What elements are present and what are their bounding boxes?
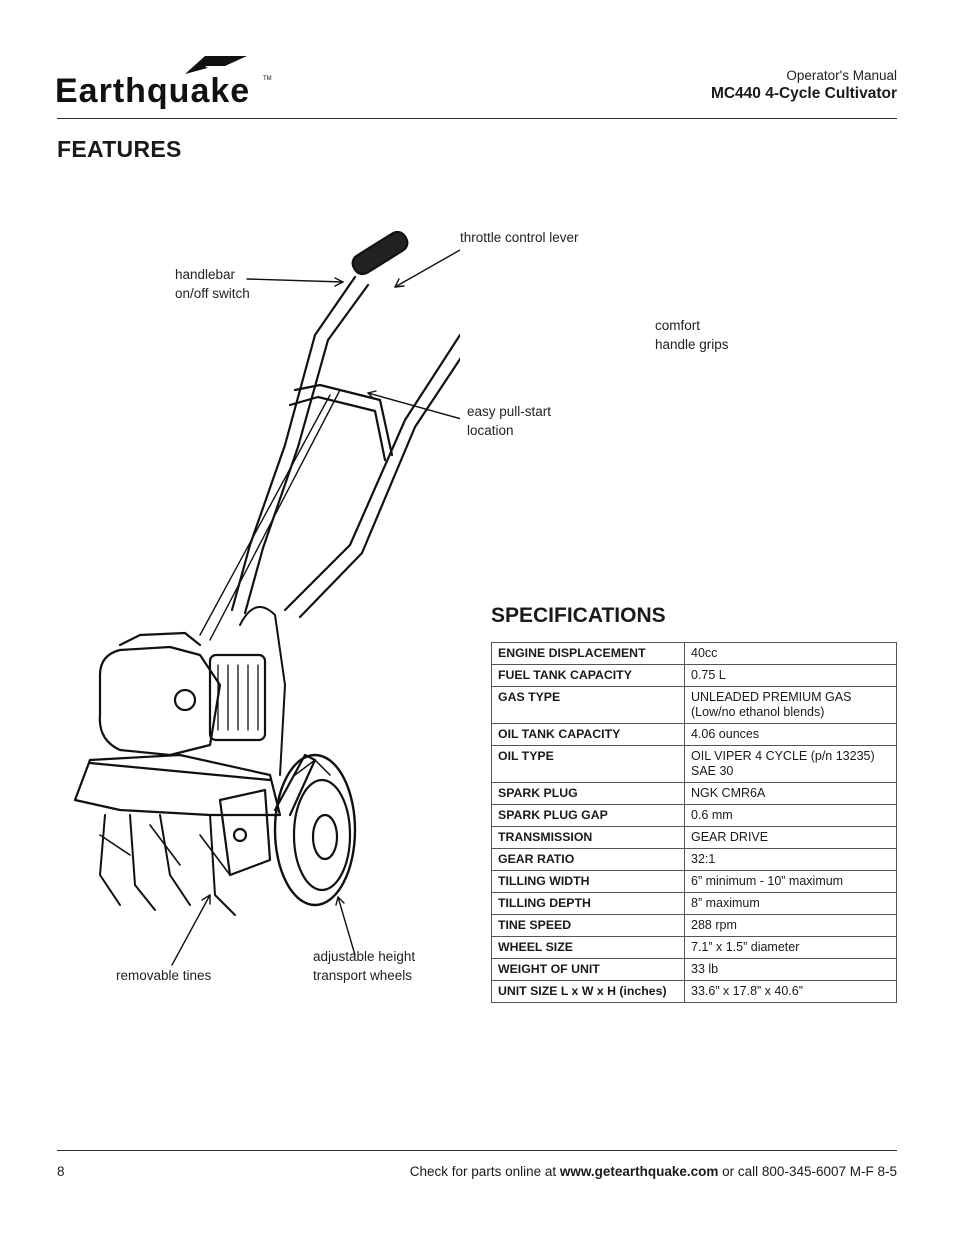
spec-value-line1: GEAR DRIVE — [691, 830, 769, 844]
callout-transport-wheels: adjustable height transport wheels — [313, 947, 415, 985]
product-title: MC440 4-Cycle Cultivator — [710, 85, 897, 102]
spec-value-line1: 8” maximum — [691, 896, 760, 910]
callout-throttle-lever: throttle control lever — [460, 230, 579, 245]
spec-label: SPARK PLUG GAP — [491, 804, 685, 827]
spec-row: FUEL TANK CAPACITY 0.75 L — [491, 664, 897, 687]
spec-value: 6” minimum - 10” maximum — [684, 870, 897, 893]
spec-value: 0.6 mm — [684, 804, 897, 827]
spec-label: GAS TYPE — [491, 686, 685, 724]
callout-handle-grips: comfort handle grips — [655, 316, 729, 354]
footer-website-link[interactable]: www.getearthquake.com — [559, 1164, 719, 1179]
manual-label: Operator's Manual — [786, 68, 897, 83]
callout-handlebar-switch: handlebar on/off switch — [175, 265, 250, 303]
spec-row: SPARK PLUG NGK CMR6A — [491, 782, 897, 805]
spec-row: ENGINE DISPLACEMENT 40cc — [491, 642, 897, 665]
callout-grips-line1: comfort — [655, 318, 701, 333]
spec-value: 4.06 ounces — [684, 723, 897, 746]
spec-row: SPARK PLUG GAP 0.6 mm — [491, 804, 897, 827]
page-number: 8 — [57, 1164, 65, 1179]
spec-value-line1: 288 rpm — [691, 918, 737, 932]
spec-label: WHEEL SIZE — [491, 936, 685, 959]
callout-pull-start: easy pull-start location — [467, 402, 551, 440]
earthquake-logo: Earthquake TM — [55, 56, 272, 110]
spec-value: 33 lb — [684, 958, 897, 981]
callout-removable-tines: removable tines — [116, 968, 212, 983]
spec-value: 7.1” x 1.5” diameter — [684, 936, 897, 959]
spec-label: ENGINE DISPLACEMENT — [491, 642, 685, 665]
spec-row: OIL TANK CAPACITY 4.06 ounces — [491, 723, 897, 746]
spec-value-line1: 33 lb — [691, 962, 719, 976]
spec-value: 0.75 L — [684, 664, 897, 687]
spec-value-line1: UNLEADED PREMIUM GAS — [691, 690, 852, 704]
spec-value-line1: OIL VIPER 4 CYCLE (p/n 13235) — [691, 749, 875, 763]
spec-value-line1: 6” minimum - 10” maximum — [691, 874, 844, 888]
spec-value: GEAR DRIVE — [684, 826, 897, 849]
spec-value-line2: (Low/no ethanol blends) — [691, 705, 825, 719]
spec-value-line1: 0.6 mm — [691, 808, 733, 822]
spec-row: WHEEL SIZE 7.1” x 1.5” diameter — [491, 936, 897, 959]
header-right: Operator's Manual MC440 4-Cycle Cultivat… — [711, 67, 897, 104]
callout-grips-line2: handle grips — [655, 337, 729, 352]
spec-label: GEAR RATIO — [491, 848, 685, 871]
spec-value: OIL VIPER 4 CYCLE (p/n 13235)SAE 30 — [684, 745, 897, 783]
spec-value-line1: NGK CMR6A — [691, 786, 766, 800]
spec-label: TILLING WIDTH — [491, 870, 685, 893]
spec-row: UNIT SIZE L x W x H (inches) 33.6” x 17.8… — [491, 980, 897, 1003]
spec-value: 40cc — [684, 642, 897, 665]
spec-label: TRANSMISSION — [491, 826, 685, 849]
spec-row: TILLING WIDTH 6” minimum - 10” maximum — [491, 870, 897, 893]
spec-value: 32:1 — [684, 848, 897, 871]
spec-label: OIL TYPE — [491, 745, 685, 783]
callout-pullstart-line2: location — [467, 423, 514, 438]
spec-value-line2: SAE 30 — [691, 764, 734, 778]
spec-value: 8” maximum — [684, 892, 897, 915]
footer-text-after: or call 800-345-6007 M-F 8-5 — [718, 1164, 897, 1179]
callout-handlebar-line2: on/off switch — [175, 286, 250, 301]
callout-wheels-line2: transport wheels — [313, 968, 413, 983]
footer-text-before: Check for parts online at — [409, 1164, 560, 1179]
spec-value-line1: 4.06 ounces — [691, 727, 760, 741]
spec-value: 33.6” x 17.8” x 40.6” — [684, 980, 897, 1003]
spec-label: OIL TANK CAPACITY — [491, 723, 685, 746]
footer-contact: Check for parts online at www.getearthqu… — [410, 1164, 897, 1179]
spec-label: FUEL TANK CAPACITY — [491, 664, 685, 687]
footer-divider — [57, 1150, 897, 1151]
callout-wheels-line1: adjustable height — [313, 949, 416, 964]
spec-label: WEIGHT OF UNIT — [491, 958, 685, 981]
spec-value-line1: 40cc — [691, 646, 718, 660]
spec-label: TILLING DEPTH — [491, 892, 685, 915]
logo-wordmark: Earthquake — [55, 72, 250, 110]
spec-value: NGK CMR6A — [684, 782, 897, 805]
spec-label: TINE SPEED — [491, 914, 685, 937]
spec-value-line1: 7.1” x 1.5” diameter — [691, 940, 800, 954]
spec-value-line1: 0.75 L — [691, 668, 726, 682]
callout-pullstart-line1: easy pull-start — [467, 404, 552, 419]
cultivator-illustration — [73, 230, 460, 966]
spec-row: TRANSMISSION GEAR DRIVE — [491, 826, 897, 849]
spec-value-line1: 33.6” x 17.8” x 40.6” — [691, 984, 803, 998]
spec-row: TINE SPEED 288 rpm — [491, 914, 897, 937]
specifications-heading: SPECIFICATIONS — [491, 604, 666, 627]
logo-trademark: TM — [263, 76, 272, 82]
spec-label: SPARK PLUG — [491, 782, 685, 805]
spec-row: TILLING DEPTH 8” maximum — [491, 892, 897, 915]
spec-row: WEIGHT OF UNIT 33 lb — [491, 958, 897, 981]
spec-value: 288 rpm — [684, 914, 897, 937]
spec-value-line1: 32:1 — [691, 852, 716, 866]
spec-label: UNIT SIZE L x W x H (inches) — [491, 980, 685, 1003]
callout-handlebar-line1: handlebar — [175, 267, 236, 282]
spec-row: GEAR RATIO 32:1 — [491, 848, 897, 871]
features-heading: FEATURES — [57, 136, 182, 162]
spec-value: UNLEADED PREMIUM GAS(Low/no ethanol blen… — [684, 686, 897, 724]
header-divider — [57, 118, 897, 119]
